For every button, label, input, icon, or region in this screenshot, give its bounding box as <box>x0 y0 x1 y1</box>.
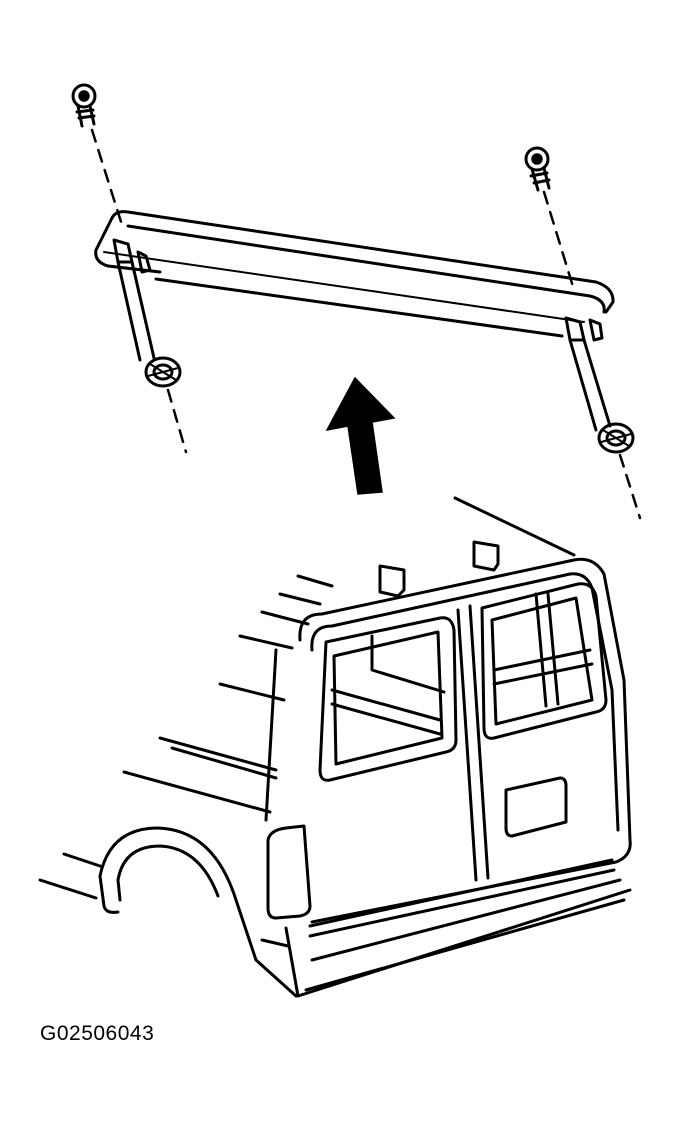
nut-left <box>144 356 182 388</box>
removal-direction-arrow <box>325 376 396 495</box>
alignment-lines <box>90 128 642 520</box>
bolt-left <box>71 83 97 128</box>
van-rear-body <box>38 496 632 998</box>
figure-id-label: G02506043 <box>40 1022 155 1045</box>
luggage-rack-rail <box>94 210 615 432</box>
bolt-right <box>524 146 551 192</box>
nut-right <box>597 422 635 454</box>
